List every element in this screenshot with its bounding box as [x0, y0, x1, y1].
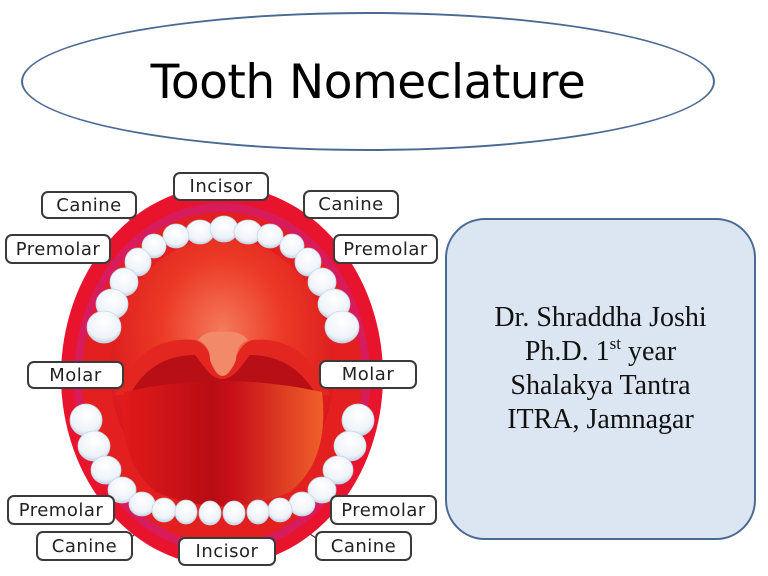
author-degree: Ph.D. 1st year	[524, 334, 677, 367]
label-canine-bottom-left: Canine	[36, 531, 133, 561]
label-incisor-bottom: Incisor	[178, 537, 276, 566]
label-molar-left: Molar	[27, 361, 124, 389]
title-ellipse: Tooth Nomeclature	[21, 12, 715, 151]
upper-teeth	[86, 215, 360, 344]
uvula	[198, 331, 248, 376]
author-institution: ITRA, Jamnagar	[507, 404, 694, 435]
label-incisor-top: Incisor	[173, 172, 269, 201]
label-molar-right: Molar	[319, 360, 417, 389]
author-name: Dr. Shraddha Joshi	[494, 302, 707, 333]
label-premolar-bottom-right: Premolar	[330, 495, 437, 525]
label-premolar-top-right: Premolar	[333, 234, 438, 264]
label-premolar-top-left: Premolar	[5, 234, 111, 264]
label-canine-top-left: Canine	[41, 191, 137, 219]
lower-teeth	[69, 403, 375, 526]
tongue	[122, 381, 324, 506]
label-premolar-bottom-left: Premolar	[7, 495, 115, 525]
author-info-box: Dr. Shraddha Joshi Ph.D. 1st year Shalak…	[445, 218, 756, 540]
mouth-diagram	[61, 186, 383, 566]
label-canine-bottom-right: Canine	[315, 531, 412, 561]
slide-title: Tooth Nomeclature	[150, 55, 586, 110]
author-department: Shalakya Tantra	[510, 370, 691, 401]
label-canine-top-right: Canine	[303, 190, 399, 219]
